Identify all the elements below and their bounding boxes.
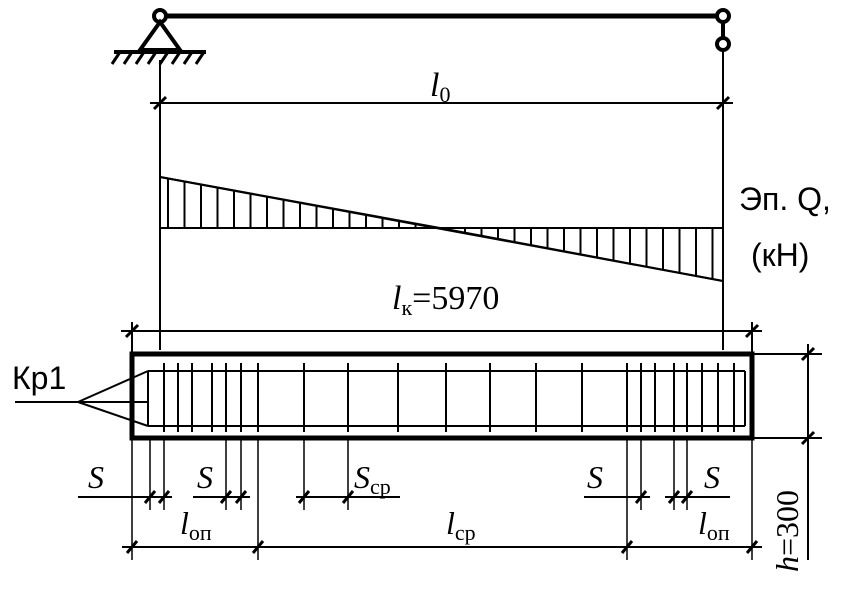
- spacing-label-mid: Sср: [354, 459, 391, 499]
- reinforcement-frame: Кр1: [12, 351, 755, 441]
- roller-support-icon: [715, 8, 731, 52]
- frame-length-label: lк=5970: [392, 280, 499, 320]
- spacing-dimensions: S S Sср S S: [78, 438, 753, 560]
- beam-scheme: [110, 8, 731, 65]
- beam-outline: [129, 351, 755, 441]
- shear-diagram-units: (кН): [751, 237, 809, 273]
- shear-hatching: [167, 178, 714, 280]
- support-zone-label-right: lоп: [698, 505, 730, 545]
- spacing-label-right-2: S: [704, 459, 720, 495]
- spacing-label-left: S: [88, 459, 104, 495]
- span-label: l0: [430, 67, 450, 107]
- spacing-label-right: S: [587, 459, 603, 495]
- frame-length-dimension: lк=5970: [121, 280, 762, 352]
- mid-zone-label: lср: [446, 505, 476, 545]
- frame-mark-leader: [15, 370, 149, 427]
- zone-dimensions: lоп lср lоп: [122, 505, 762, 554]
- support-zone-label-left: lоп: [180, 505, 212, 545]
- height-dimension: h=300: [752, 344, 822, 572]
- shear-diagram-title: Эп. Q,: [739, 181, 831, 217]
- spacing-label-left-2: S: [197, 459, 213, 495]
- transverse-bars: [163, 363, 735, 432]
- frame-mark-label: Кр1: [12, 360, 66, 396]
- pinned-support-icon: [110, 8, 206, 65]
- shear-force-diagram: Эп. Q, (кН): [159, 175, 831, 283]
- height-label: h=300: [769, 490, 805, 572]
